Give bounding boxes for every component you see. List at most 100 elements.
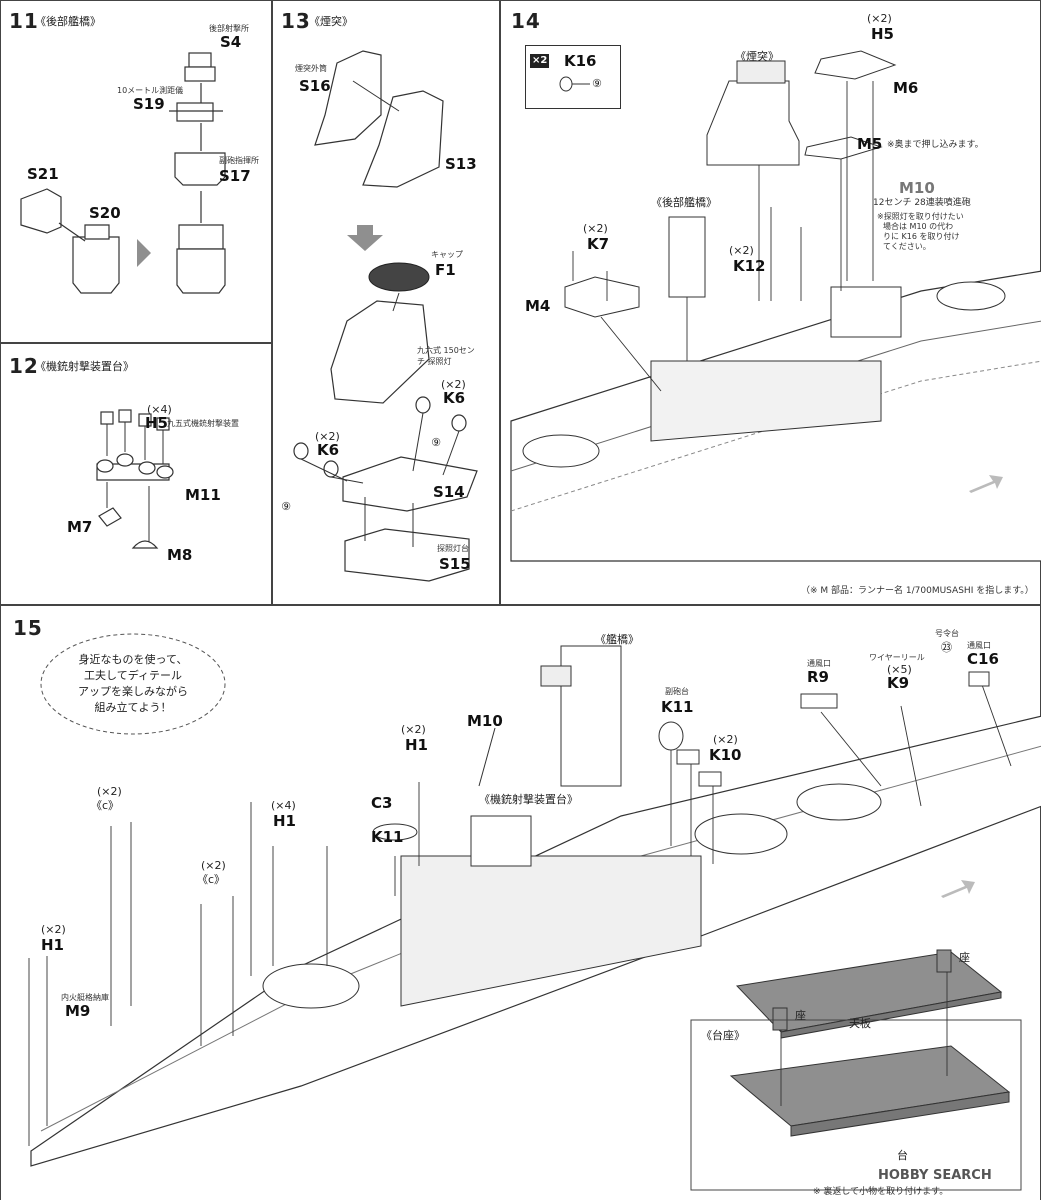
part-S19-label: S19 — [133, 95, 165, 113]
c-top-label: 《c》 — [91, 799, 120, 812]
part-K6a-qty: (×2) — [441, 378, 466, 391]
part-K16-label: K16 — [564, 52, 597, 70]
part-H1-left-label: H1 — [41, 936, 64, 954]
part-K11-right-label: K11 — [661, 698, 694, 716]
step-13-marker-left: ⑨ — [281, 500, 291, 513]
m10-note: 12センチ 28連装噴進砲 — [873, 198, 971, 208]
tip-line-4: 組み立てよう！ — [94, 701, 172, 714]
stand-group-label: 《台座》 — [701, 1029, 745, 1042]
c-top-qty: (×2) — [97, 785, 122, 798]
part-C16-label: C16 — [967, 650, 999, 668]
tip-line-2: 工夫してディテール — [84, 669, 182, 682]
h1-4-qty: (×4) — [271, 799, 296, 812]
part-C3-label: C3 — [371, 794, 393, 812]
part-S16-label: S16 — [299, 77, 331, 95]
part-K6a-label: K6 — [443, 389, 466, 407]
step-13-marker-right: ⑨ — [431, 436, 441, 449]
m9-note: 内火艇格納庫 — [61, 993, 109, 1002]
step-12-number: 12 — [9, 354, 39, 378]
part-S13-label: S13 — [445, 155, 477, 173]
part-H5-label: H5 — [145, 414, 168, 432]
part-M9-label: M9 — [65, 1002, 91, 1020]
m10-note-3: 場合は M10 の代わ — [883, 222, 954, 231]
part-F1-note: キャップ — [431, 250, 463, 259]
part-S17-label: S17 — [219, 167, 251, 185]
part-K12-label: K12 — [733, 257, 766, 275]
part-S20-label: S20 — [89, 204, 121, 222]
part-S21-label: S21 — [27, 165, 59, 183]
step-14-panel: 14 ×2 K16 ⑨ — [500, 0, 1041, 605]
part-R9-label: R9 — [807, 668, 829, 686]
part-K11-left-label: K11 — [371, 828, 404, 846]
step-14-inset: ×2 K16 ⑨ — [525, 45, 621, 109]
step-15-number: 15 — [13, 616, 43, 640]
step-13-drawing — [293, 50, 478, 582]
part-M11-label: M11 — [185, 486, 221, 504]
h1-mid-qty: (×2) — [401, 723, 426, 736]
part-S17-note: 副砲指揮所 — [219, 156, 259, 165]
c16-marker-note: 号令台 — [935, 629, 959, 638]
step-15-panel: 15 — [0, 605, 1041, 1200]
h5-qty: (×2) — [867, 12, 892, 25]
part-K10-label: K10 — [709, 746, 742, 764]
step-15-bottom-note: ※ 裏返して小物を取り付けます。 — [813, 1187, 949, 1197]
stand-top-plate: 天板 — [849, 1017, 871, 1030]
part-M10-label-15: M10 — [467, 712, 503, 730]
bridge-group-label: 《艦橋》 — [595, 633, 639, 646]
h1-left-qty: (×2) — [41, 923, 66, 936]
step-12-qty: (×4) — [147, 403, 172, 416]
stand-seat-left: 座 — [795, 1009, 806, 1022]
c16-marker: ㉓ — [941, 641, 952, 654]
step-13-number: 13 — [281, 9, 311, 33]
watermark-logo: HOBBY SEARCH — [878, 1168, 992, 1183]
m10-note-5: てください。 — [883, 242, 931, 251]
step-15-drawing — [28, 633, 1041, 1191]
c16-note: 通風口 — [967, 641, 991, 650]
part-S15-label: S15 — [439, 555, 471, 573]
part-K6b-qty: (×2) — [315, 430, 340, 443]
funnel-group-label: 《煙突》 — [735, 50, 779, 63]
part-S14-label: S14 — [433, 483, 465, 501]
k7-qty: (×2) — [583, 222, 608, 235]
part-S4-note: 後部射撃所 — [209, 24, 249, 33]
tip-line-1: 身近なものを使って、 — [78, 653, 188, 666]
k12-qty: (×2) — [729, 244, 754, 257]
part-H1-mid-label: H1 — [405, 736, 428, 754]
part-M4-label: M4 — [525, 297, 551, 315]
m10-note-4: りに K16 を取り付け — [883, 232, 960, 241]
stand-seat-right: 座 — [959, 951, 970, 964]
aa-platform-group-label: 《機銃射撃装置台》 — [479, 793, 578, 806]
k10-qty: (×2) — [713, 733, 738, 746]
m10-note-2: ※探照灯を取り付けたい — [877, 212, 964, 221]
step-12-title: 《機銃射撃装置台》 — [35, 360, 134, 373]
part-H5-note: 九五式機銃射撃装置 — [167, 419, 239, 428]
part-M7-label: M7 — [67, 518, 93, 536]
part-S4-label: S4 — [220, 33, 242, 51]
step-14-footnote: （※ M 部品：ランナー名 1/700MUSASHI を指します。） — [801, 586, 1034, 596]
m5-note: ※奥まで押し込みます。 — [887, 140, 984, 150]
k16-part-icon — [559, 76, 590, 92]
step-12-panel: 12 《機銃射撃装置台》 — [0, 343, 272, 605]
step-11-drawing — [20, 52, 226, 294]
part-K7-label: K7 — [587, 235, 610, 253]
part-F1-label: F1 — [435, 261, 456, 279]
part-M10-label-14: M10 — [899, 179, 935, 197]
step-13-title: 《煙突》 — [309, 15, 353, 28]
part-S15-note: 探照灯台 — [437, 544, 469, 553]
inset-qty-badge: ×2 — [530, 54, 550, 68]
part-K9-label: K9 — [887, 674, 910, 692]
part-K6b-label: K6 — [317, 441, 340, 459]
part-H1-4-label: H1 — [273, 812, 296, 830]
part-S16-note: 煙突外筒 — [295, 64, 327, 73]
c-mid-label: 《c》 — [197, 873, 226, 886]
tip-line-3: アップを楽しみながら — [78, 685, 188, 698]
c-mid-qty: (×2) — [201, 859, 226, 872]
step-14-ship-drawing — [510, 50, 1041, 562]
step-11-number: 11 — [9, 9, 39, 33]
inset-marker: ⑨ — [592, 77, 602, 90]
part-S19-note: 10メートル測距儀 — [117, 86, 184, 95]
part-M5-label: M5 — [857, 135, 883, 153]
part-M8-label: M8 — [167, 546, 193, 564]
step-13-panel: 13 《煙突》 — [272, 0, 500, 605]
